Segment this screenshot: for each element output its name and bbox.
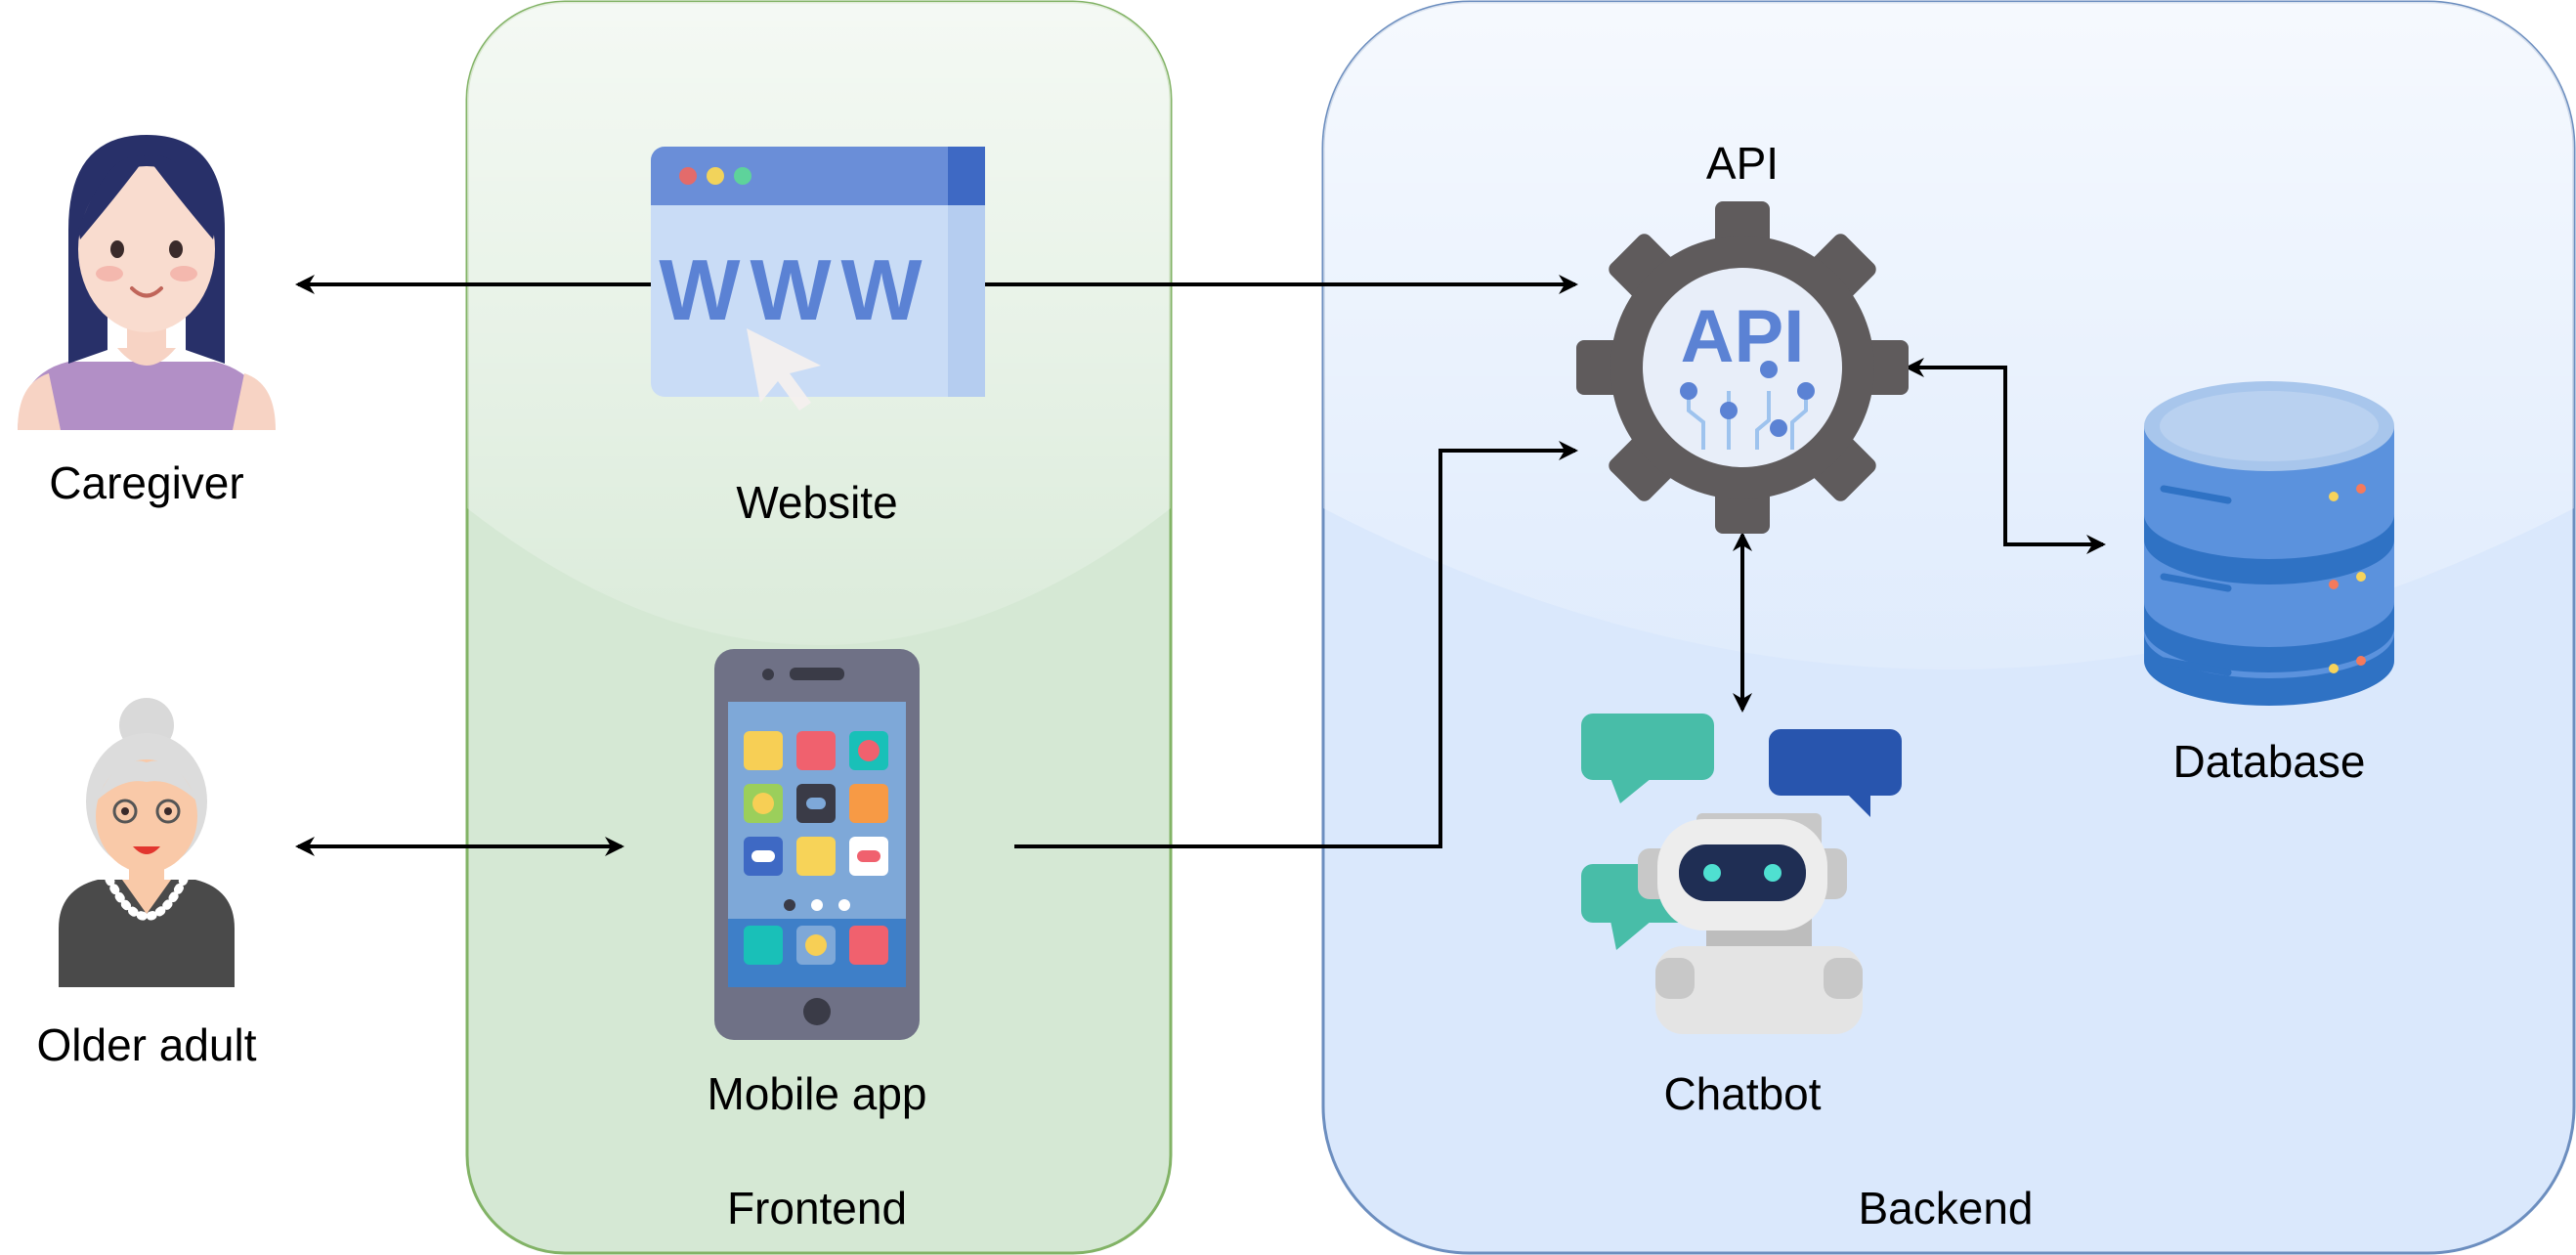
- database-label: Database: [2173, 736, 2366, 787]
- www-browser-icon: WWW: [651, 147, 985, 411]
- backend-label: Backend: [1858, 1183, 2033, 1233]
- website-label: Website: [736, 477, 897, 528]
- api-label: API: [1706, 138, 1779, 189]
- mobile-app-label: Mobile app: [707, 1068, 926, 1119]
- database-cylinder-icon: [2144, 381, 2394, 706]
- www-text: WWW: [659, 241, 931, 338]
- chatbot-label: Chatbot: [1663, 1068, 1821, 1119]
- connectors: [295, 275, 2106, 856]
- older-adult-label: Older adult: [36, 1019, 256, 1070]
- frontend-label: Frontend: [727, 1183, 907, 1233]
- elderly-woman-avatar-icon: [59, 698, 235, 987]
- woman-avatar-icon: [18, 135, 276, 430]
- api-icon-text: API: [1681, 295, 1805, 378]
- caregiver-label: Caregiver: [49, 457, 243, 508]
- connector-api-database: [1905, 358, 2106, 554]
- robot-chat-icon: [1581, 714, 1902, 1034]
- smartphone-icon: [714, 649, 920, 1040]
- api-gear-icon: API: [1576, 201, 1909, 534]
- connector-mobile-app-api: [1014, 441, 1578, 848]
